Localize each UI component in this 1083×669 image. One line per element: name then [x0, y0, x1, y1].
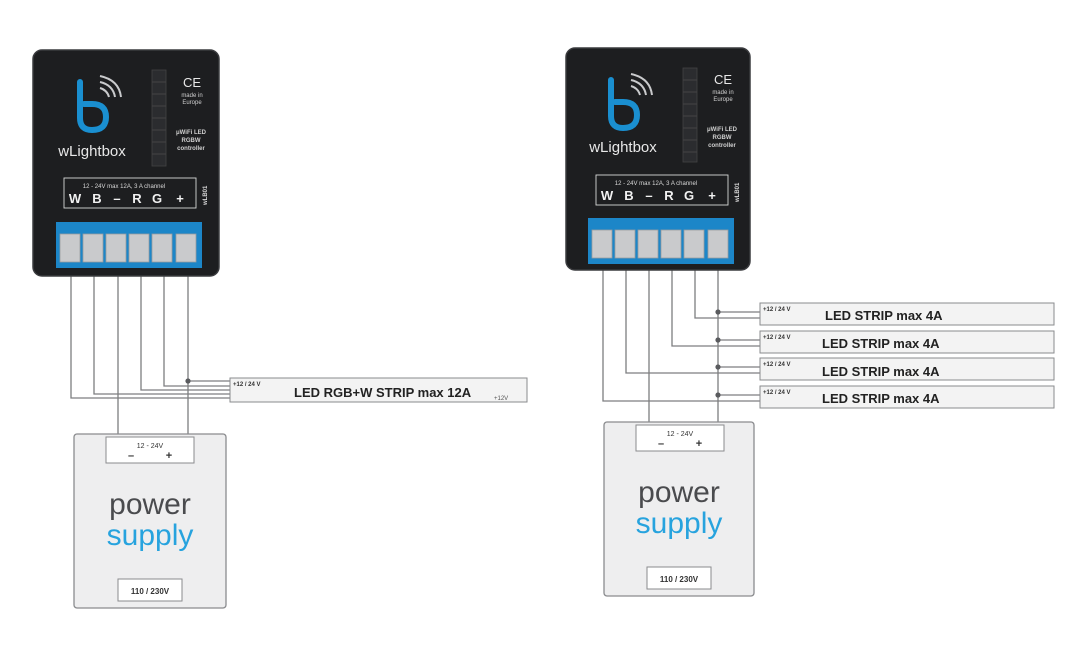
strip-label: LED STRIP max 4A	[822, 364, 940, 379]
left-wires	[70, 275, 230, 437]
power-word: power	[638, 476, 720, 509]
made-in-label: made in	[181, 93, 202, 99]
terminal-label-w: W	[69, 191, 82, 206]
right-power-supply: 12 - 24V – + power supply 110 / 230V	[603, 421, 755, 597]
model-label: wLB01	[735, 182, 741, 203]
wire-r	[671, 270, 760, 347]
supply-word: supply	[636, 507, 723, 540]
wire-r	[140, 275, 230, 391]
terminal-label-minus: –	[645, 188, 652, 203]
strip-label: LED STRIP max 4A	[825, 308, 943, 323]
power-supply-input-box	[635, 424, 725, 452]
led-strip: +12 / 24 V LED RGB+W STRIP max 12A +12V	[229, 377, 528, 403]
power-supply-body	[603, 421, 755, 597]
junction-dot	[715, 364, 721, 370]
europe-label: Europe	[182, 100, 202, 106]
left-controller: wLightbox CE made in Europe μWiFi LED RG…	[32, 49, 220, 277]
wlightbox-logo-icon	[608, 73, 653, 132]
left-diagram: wLightbox CE made in Europe μWiFi LED RG…	[32, 49, 528, 609]
terminal-label-w: W	[601, 188, 614, 203]
led-strip-body	[759, 330, 1055, 354]
led-strip-body	[759, 357, 1055, 381]
wire-g	[694, 270, 760, 319]
right-diagram: wLightbox CE made in Europe μWiFi LED RG…	[565, 47, 1055, 597]
terminal-header: 12 - 24V max 12A, 3 A channel	[83, 184, 165, 190]
terminal-label-plus: +	[176, 191, 184, 206]
led-strip-body	[229, 377, 528, 403]
model-label: wLB01	[203, 185, 209, 206]
psu-voltage-label: 12 - 24V	[667, 431, 694, 438]
wire-b	[93, 275, 230, 395]
mains-label-box	[117, 578, 183, 602]
terminal-label-r: R	[664, 188, 674, 203]
terminal-label-box	[63, 177, 197, 209]
brand-name: wLightbox	[588, 139, 657, 156]
led-strip-body	[759, 385, 1055, 409]
strip-voltage-label: +12 / 24 V	[763, 307, 791, 313]
power-supply-input-box	[105, 436, 195, 464]
desc-line1: μWiFi LED	[176, 130, 207, 136]
wlightbox-logo-icon	[77, 75, 122, 134]
led-indicator-column	[151, 69, 167, 167]
terminal-label-plus: +	[708, 188, 716, 203]
led-strip: +12 / 24 V LED STRIP max 4A	[759, 302, 1055, 326]
strip-voltage-label: +12 / 24 V	[763, 390, 791, 396]
led-indicator-column	[682, 67, 698, 163]
left-power-supply: 12 - 24V – + power supply 110 / 230V	[73, 433, 227, 609]
terminal-label-minus: –	[113, 191, 120, 206]
right-wires	[602, 270, 760, 425]
wire-b	[625, 270, 760, 374]
made-in-label: made in	[712, 90, 733, 96]
psu-plus: +	[696, 438, 702, 450]
supply-word: supply	[107, 519, 194, 552]
strip-suffix: +12V	[494, 396, 508, 402]
wire-w	[602, 270, 760, 402]
mains-label-box	[646, 566, 712, 590]
terminal-block	[56, 222, 202, 268]
strip-label: LED STRIP max 4A	[822, 336, 940, 351]
europe-label: Europe	[713, 97, 733, 103]
desc-line3: controller	[708, 143, 736, 149]
psu-minus: –	[658, 438, 664, 450]
junction-dot	[715, 337, 721, 343]
wire-g	[163, 275, 230, 387]
strip-label: LED STRIP max 4A	[822, 391, 940, 406]
strip-voltage-label: +12 / 24 V	[233, 382, 261, 388]
desc-line3: controller	[177, 146, 205, 152]
psu-voltage-label: 12 - 24V	[137, 443, 164, 450]
desc-line2: RGBW	[713, 135, 732, 141]
led-strip: +12 / 24 V LED STRIP max 4A	[759, 330, 1055, 354]
led-strip: +12 / 24 V LED STRIP max 4A	[759, 357, 1055, 381]
ce-mark: CE	[714, 72, 732, 87]
strip-label: LED RGB+W STRIP max 12A	[294, 385, 472, 400]
desc-line1: μWiFi LED	[707, 127, 738, 133]
desc-line2: RGBW	[182, 138, 201, 144]
junction-dot	[715, 392, 721, 398]
terminal-label-g: G	[684, 188, 694, 203]
wire-w	[70, 275, 230, 399]
terminal-label-box	[595, 174, 729, 206]
terminal-label-b: B	[92, 191, 101, 206]
terminal-label-r: R	[132, 191, 142, 206]
terminal-label-b: B	[624, 188, 633, 203]
strip-voltage-label: +12 / 24 V	[763, 335, 791, 341]
brand-name: wLightbox	[57, 143, 126, 160]
led-strip-body	[759, 302, 1055, 326]
psu-plus: +	[166, 450, 172, 462]
power-word: power	[109, 488, 191, 521]
ce-mark: CE	[183, 75, 201, 90]
junction-dot	[185, 378, 191, 384]
power-supply-body	[73, 433, 227, 609]
psu-minus: –	[128, 450, 134, 462]
mains-label: 110 / 230V	[131, 587, 170, 596]
terminal-block	[588, 218, 734, 264]
junction-dot	[715, 309, 721, 315]
led-strip: +12 / 24 V LED STRIP max 4A	[759, 385, 1055, 409]
terminal-label-g: G	[152, 191, 162, 206]
right-controller: wLightbox CE made in Europe μWiFi LED RG…	[565, 47, 751, 271]
strip-voltage-label: +12 / 24 V	[763, 362, 791, 368]
terminal-header: 12 - 24V max 12A, 3 A channel	[615, 181, 697, 187]
mains-label: 110 / 230V	[660, 575, 699, 584]
